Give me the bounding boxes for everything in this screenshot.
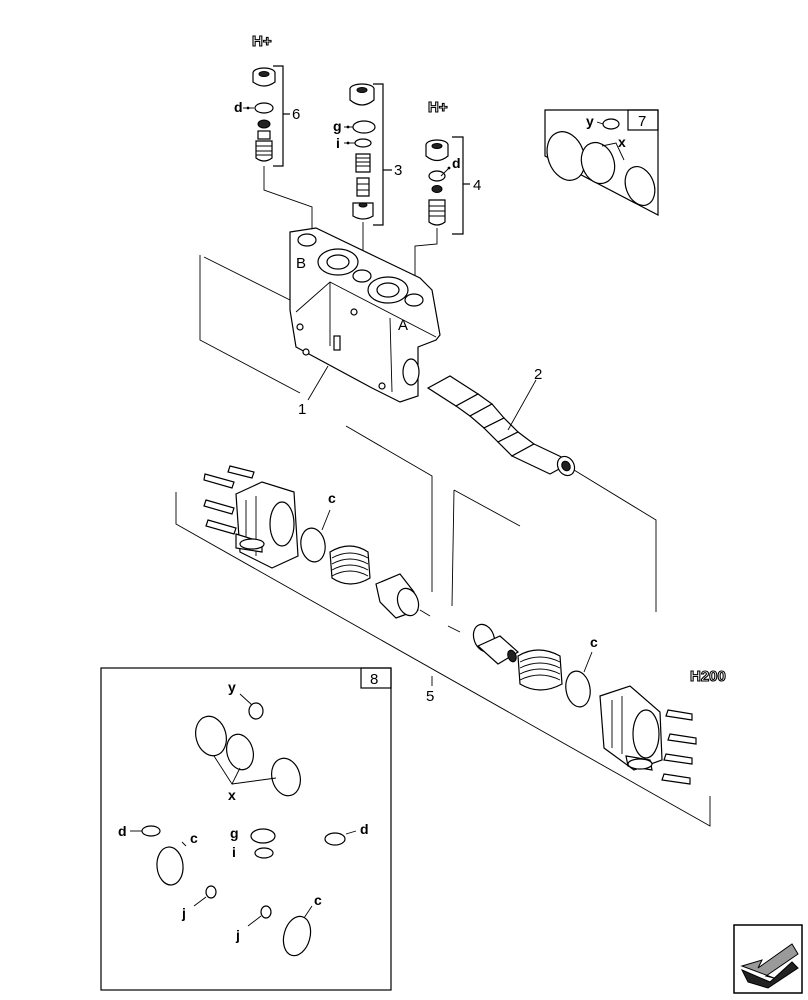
callout-1: 1 [298,401,306,418]
spring-seat-right[interactable] [470,621,520,665]
spool[interactable] [426,375,578,479]
callout-3: 3 [394,162,402,179]
label-j-box8-right: j [235,927,240,943]
seal-kit-box-8[interactable] [100,667,392,991]
h-plus-label-left: H+ [252,33,272,50]
spring-left[interactable] [329,545,371,585]
body-bracket-top [203,256,291,301]
end-cap-right[interactable] [599,685,663,771]
label-c-left: c [328,490,336,506]
h-plus-label-right: H+ [428,99,448,116]
callout-4: 4 [473,177,481,194]
o-ring-left[interactable] [298,526,328,564]
label-i-upper: i [336,135,340,151]
assembly-5-bracket [175,425,711,827]
label-d-box8-left: d [118,823,127,839]
box-8-number: 8 [370,671,378,688]
label-y-box7: y [586,113,594,129]
port-a-mark: A [398,317,408,334]
label-c-right: c [590,634,598,650]
cap-screws-right[interactable] [661,709,697,785]
label-i-box8: i [232,844,236,860]
callout-2: 2 [534,366,542,383]
valve-body-section[interactable]: A B [289,227,441,403]
port-b-mark: B [296,255,306,272]
label-x-box7: x [618,134,626,150]
label-g-box8: g [230,825,239,841]
cartridge-assembly-6[interactable] [243,65,290,167]
label-d-upper-right: d [452,155,461,171]
spring-seat-left[interactable] [375,573,422,619]
label-d-box8-right: d [360,821,369,837]
end-cap-left[interactable] [235,481,299,569]
callout-leaders [307,365,593,686]
seal-kit-box-7[interactable] [541,109,660,216]
label-c-box8-lower: c [314,892,322,908]
cartridge-assembly-3[interactable] [344,83,392,226]
spring-right[interactable] [517,649,563,691]
label-c-box8-upper: c [190,830,198,846]
cap-screws-left[interactable] [203,465,255,535]
callout-6: 6 [292,106,300,123]
label-d-upper-left: d [234,99,243,115]
body-bracket [199,255,301,394]
label-x-box8: x [228,787,236,803]
next-page-arrow-icon[interactable] [733,924,803,994]
label-y-box8: y [228,679,236,695]
box-7-number: 7 [638,113,646,130]
o-ring-right[interactable] [563,669,593,709]
callout-5: 5 [426,688,434,705]
h200-label: H200 [690,668,726,685]
spool-bracket [573,469,657,612]
cartridge-assembly-4[interactable] [425,136,470,235]
label-j-box8-left: j [181,905,186,921]
label-g-upper: g [333,118,342,134]
